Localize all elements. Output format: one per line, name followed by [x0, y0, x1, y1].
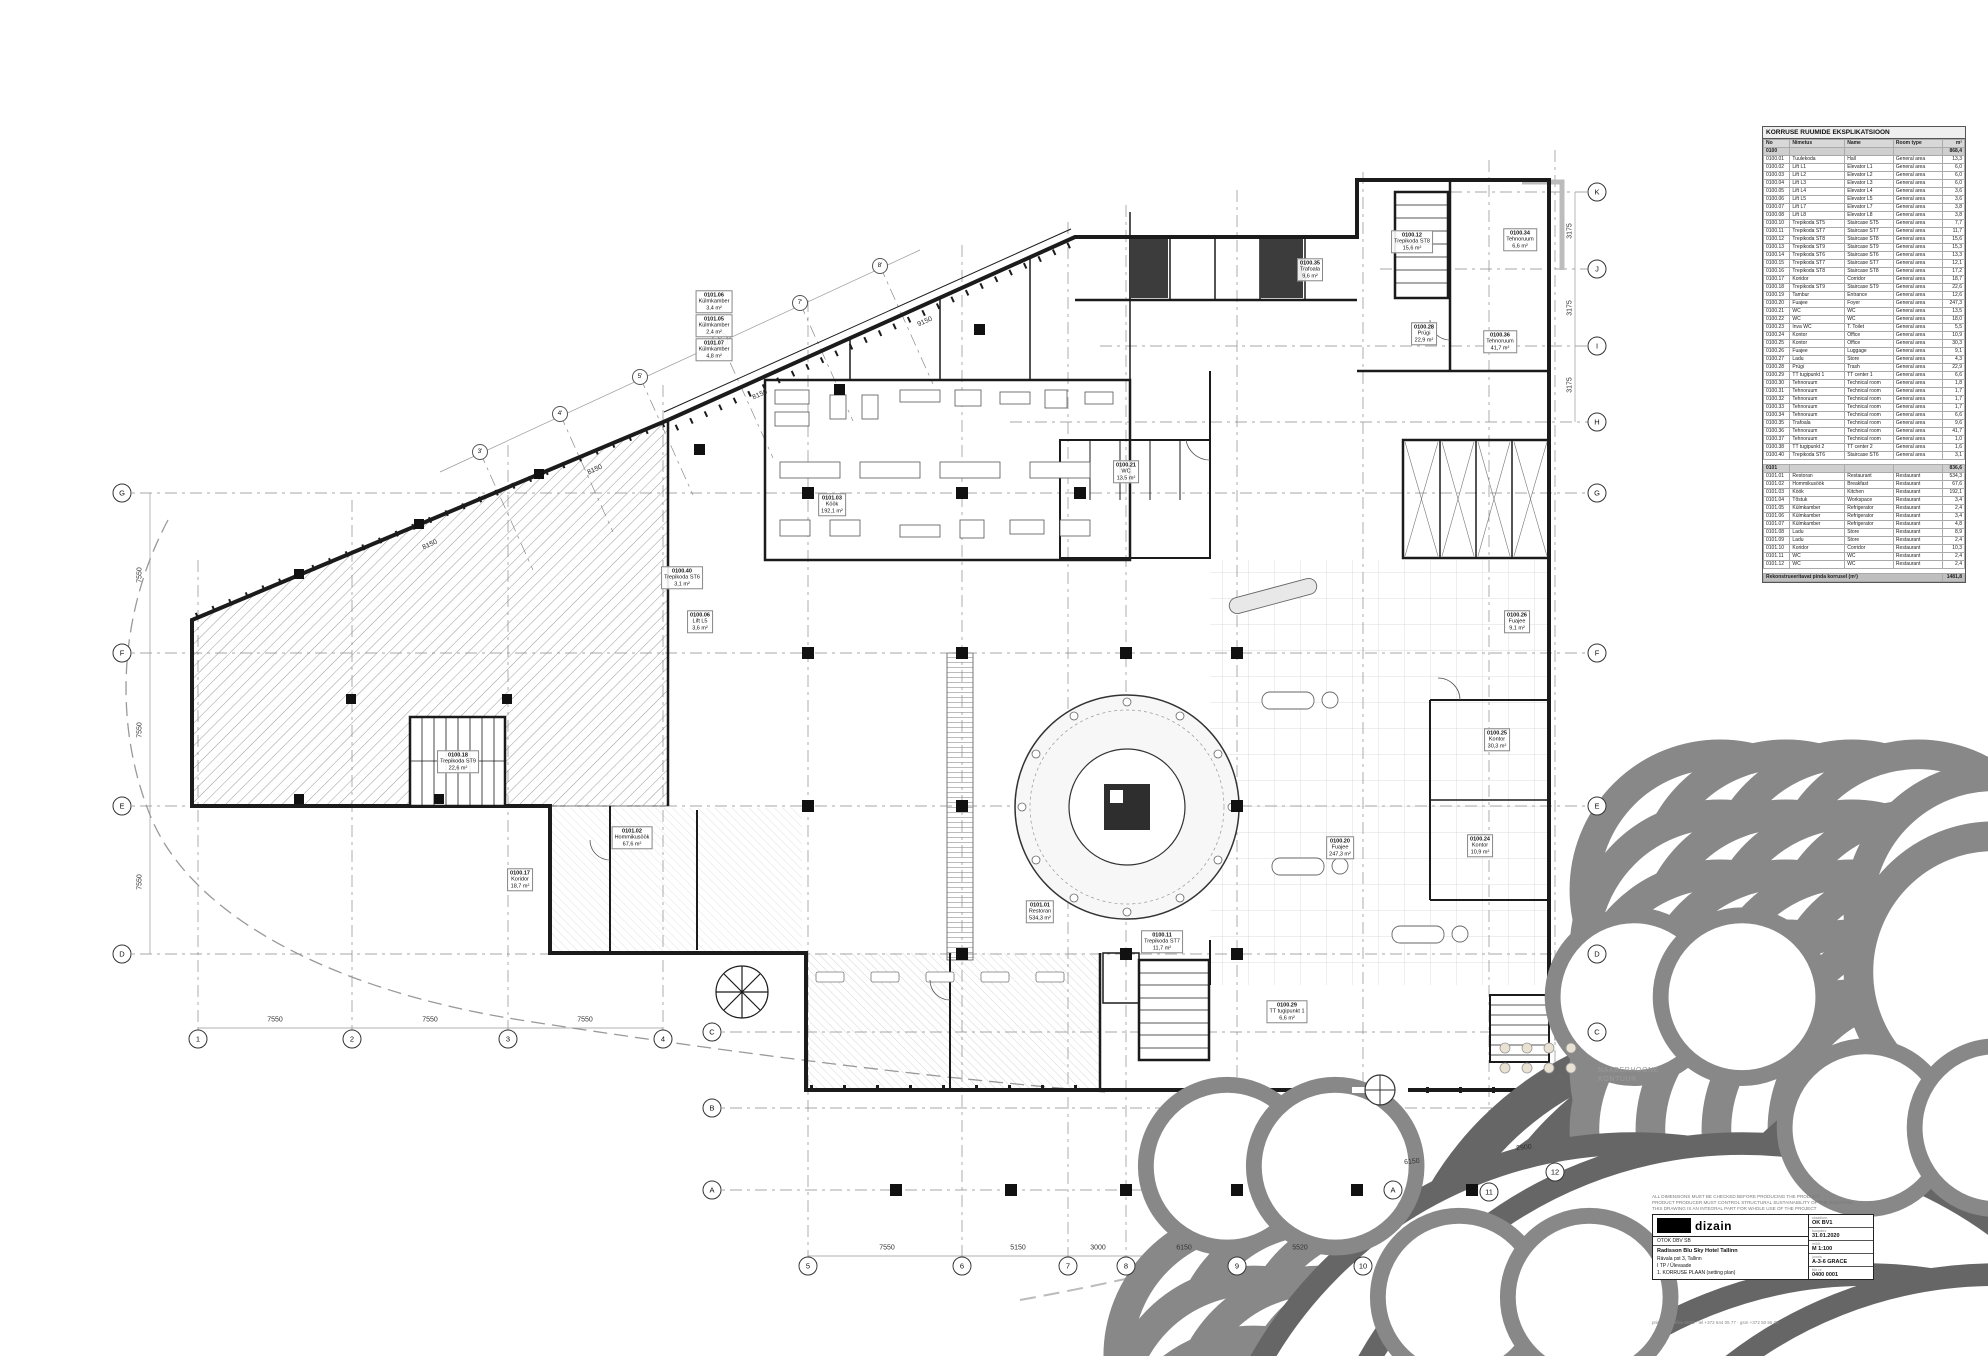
title-block: dizain OTOK DBV SB Radisson Blu Sky Hote…	[1652, 1214, 1874, 1280]
field-job-number: töö nr 0400 0001	[1812, 1268, 1838, 1278]
schedule-col-area: m²	[1941, 139, 1966, 148]
room-schedule-table: KORRUSE RUUMIDE EKSPLIKATSIOON No Nimetu…	[1762, 126, 1966, 583]
title-block-footnote: print 0.5 · reflex 0020 · tel +372 644 0…	[1652, 1320, 1779, 1325]
field-sheet: joonis A-3-6 GRACE	[1809, 1254, 1873, 1267]
kitchen-equipment	[774, 389, 1114, 539]
terrace-chairs	[1499, 1042, 1577, 1074]
disclaimer-notes: ALL DIMENSIONS MUST BE CHECKED BEFORE PR…	[1652, 1194, 1853, 1212]
stair-se	[1489, 994, 1550, 1063]
project-address: Rävala pst 3, Tallinn	[1657, 1255, 1702, 1262]
foyer-tiles	[1210, 560, 1549, 985]
neighbor-building-note: NAABERHOONE KONTUUR	[1598, 1067, 1660, 1084]
field-date: kuupäev 31.01.2020	[1809, 1228, 1873, 1241]
drawing-title: 1. KORRUSE PLAAN (setting plan)	[1657, 1270, 1736, 1277]
spiral-stair	[715, 965, 769, 1019]
revolving-door	[1352, 1074, 1408, 1106]
parquet-west	[552, 808, 802, 951]
schedule-footer-row: Rekonstrueeritavat pinda korrusel (m²)14…	[1763, 573, 1966, 582]
stair-st8	[1393, 190, 1450, 300]
columns	[294, 324, 1478, 1196]
floor-finishes	[191, 419, 1549, 1088]
elevator-marks	[1404, 441, 1548, 557]
dim-chain-diagonal	[439, 249, 921, 473]
schedule-col-nimetus: Nimetus	[1789, 139, 1846, 148]
service-cells	[1130, 239, 1303, 298]
schedule-col-name: Name	[1844, 139, 1894, 148]
dining-furniture	[815, 753, 1988, 1356]
field-staadium: staadium OK BV1	[1809, 1215, 1873, 1228]
schedule-title: KORRUSE RUUMIDE EKSPLIKATSIOON	[1763, 127, 1965, 139]
schedule-col-no: No	[1762, 139, 1791, 148]
project-name: Radisson Blu Sky Hotel Tallinn	[1657, 1248, 1738, 1254]
company-logo-text: dizain	[1695, 1218, 1733, 1233]
foyer-furniture	[1228, 577, 1469, 944]
schedule-col-roomtype: Room type	[1892, 139, 1943, 148]
company-name: OTOK DBV SB	[1653, 1237, 1808, 1246]
stair-st9	[408, 715, 507, 808]
schedule-header-row: No Nimetus Name Room type m²	[1762, 139, 1966, 148]
company-logo	[1657, 1218, 1691, 1233]
stair-st7	[1137, 958, 1211, 1062]
central-bar	[1014, 694, 1240, 920]
project-stage: I TP / Ülevaade	[1657, 1263, 1692, 1270]
field-scale: mõõt M 1:100	[1809, 1241, 1873, 1254]
